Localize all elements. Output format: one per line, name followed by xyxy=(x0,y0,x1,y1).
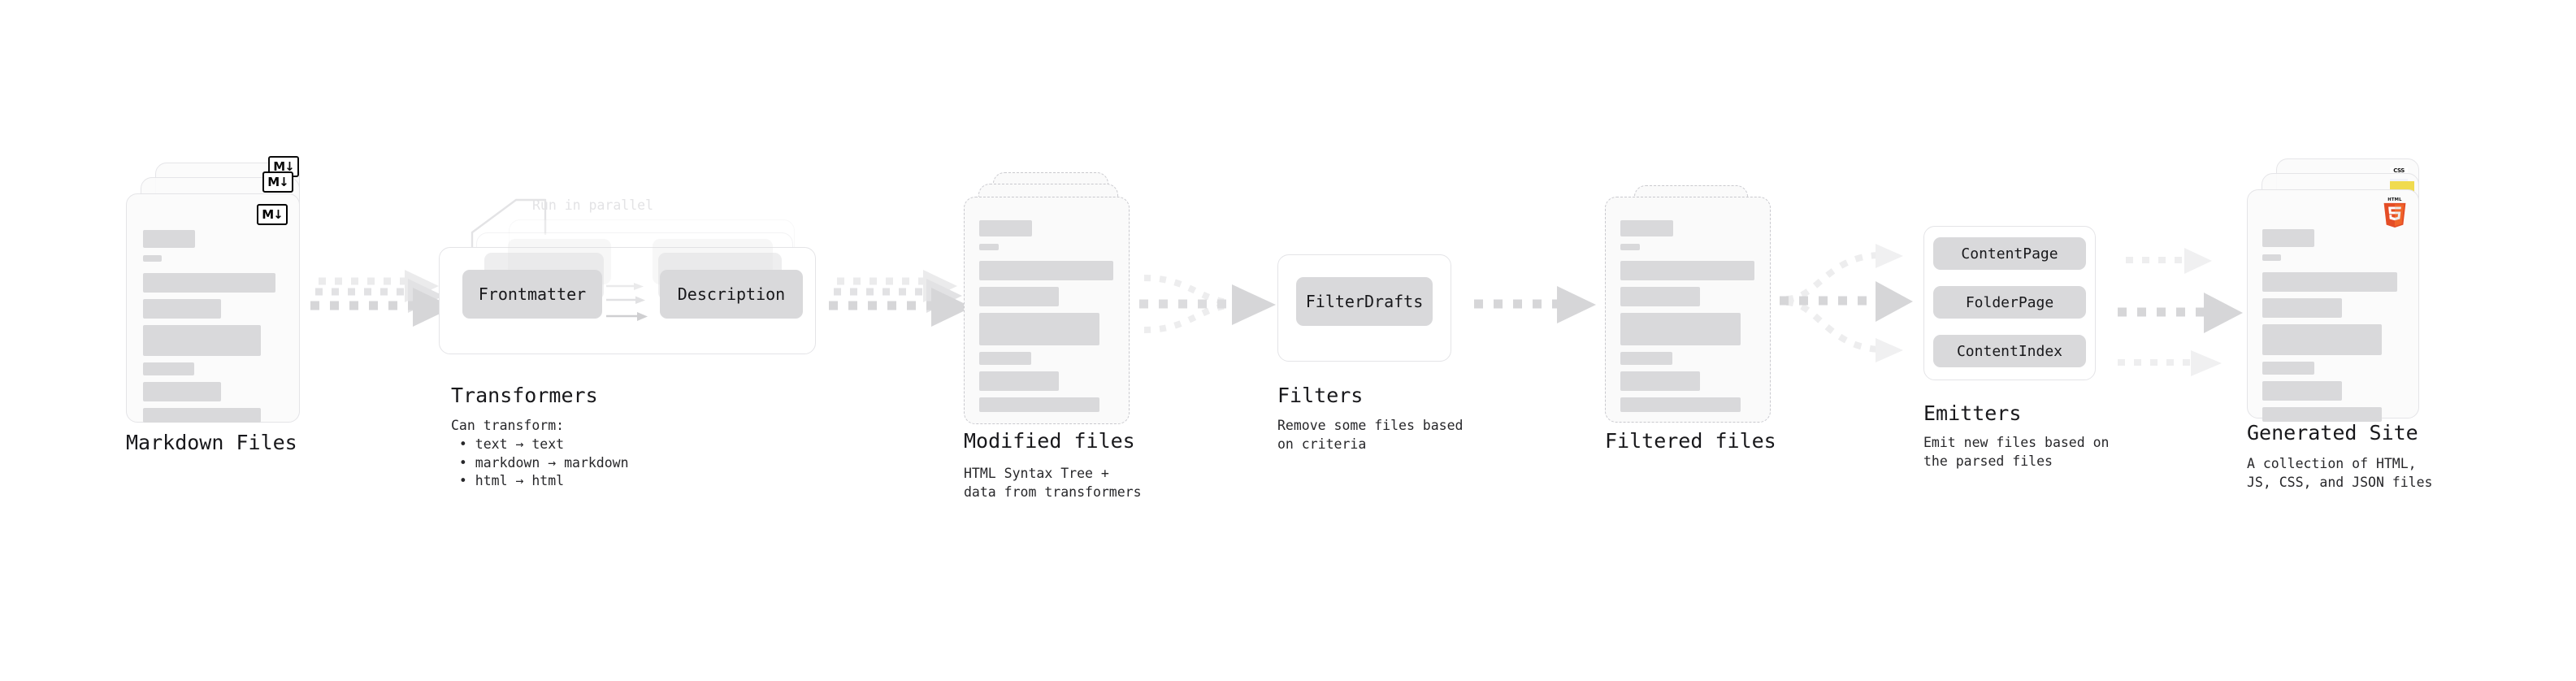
emitter-pill-contentindex-label: ContentIndex xyxy=(1956,342,2063,360)
filtered-skeleton xyxy=(1620,220,1755,419)
markdown-badge-icon-back-1: M↓ xyxy=(262,171,293,193)
filtered-files-title: Filtered files xyxy=(1605,429,1776,453)
connector-emitters-to-site xyxy=(2118,248,2243,376)
transformer-inner-arrows xyxy=(606,283,648,321)
connector-modified-to-filters xyxy=(1139,275,1276,333)
emitter-pill-contentpage-label: ContentPage xyxy=(1961,245,2058,262)
transformer-pill-frontmatter-label: Frontmatter xyxy=(478,284,587,304)
transformer-pill-frontmatter[interactable]: Frontmatter xyxy=(462,270,602,319)
markdown-file-card-front: M↓ xyxy=(126,193,300,423)
filtered-file-card-front xyxy=(1605,197,1771,423)
transformers-description: Can transform: • text → text • markdown … xyxy=(451,418,629,489)
run-in-parallel-label: Run in parallel xyxy=(532,197,654,213)
html5-badge-icon: HTML xyxy=(2381,197,2409,228)
filter-pill-filterdrafts-label: FilterDrafts xyxy=(1305,292,1424,311)
connector-filtered-to-emitters xyxy=(1780,244,1913,362)
modified-file-card-front xyxy=(964,197,1130,424)
emitters-group: ContentPage FolderPage ContentIndex xyxy=(1923,226,2096,380)
emitter-pill-folderpage-label: FolderPage xyxy=(1965,293,2054,311)
generated-site-stack: CSS HTML xyxy=(2247,158,2442,427)
svg-text:HTML: HTML xyxy=(2387,197,2402,202)
modified-files-description: HTML Syntax Tree + data from transformer… xyxy=(964,466,1142,500)
transformers-group: Frontmatter Description xyxy=(439,219,829,358)
filters-title: Filters xyxy=(1277,384,1364,407)
emitters-description: Emit new files based on the parsed files xyxy=(1923,435,2110,469)
filtered-files-stack xyxy=(1605,185,1792,429)
markdown-files-title: Markdown Files xyxy=(126,431,297,454)
modified-skeleton xyxy=(979,220,1114,419)
transformer-pill-description-label: Description xyxy=(677,284,786,304)
filters-description: Remove some files based on criteria xyxy=(1277,418,1464,452)
connector-transformers-to-modified xyxy=(829,270,972,327)
modified-files-stack xyxy=(964,172,1151,424)
emitter-pill-contentpage[interactable]: ContentPage xyxy=(1933,237,2086,270)
filters-group: FilterDrafts xyxy=(1277,254,1451,362)
markdown-skeleton xyxy=(143,230,284,430)
generated-site-description: A collection of HTML, JS, CSS, and JSON … xyxy=(2247,456,2433,490)
run-in-parallel-bracket xyxy=(471,198,547,254)
transformer-pill-description[interactable]: Description xyxy=(660,270,803,319)
emitter-pill-contentindex[interactable]: ContentIndex xyxy=(1933,335,2086,367)
filter-pill-filterdrafts[interactable]: FilterDrafts xyxy=(1296,277,1433,326)
markdown-badge-icon: M↓ xyxy=(257,204,288,225)
modified-files-title: Modified files xyxy=(964,429,1135,453)
emitters-title: Emitters xyxy=(1923,401,2022,425)
site-skeleton xyxy=(2262,229,2404,429)
markdown-files-stack: M↓ M↓ M↓ xyxy=(126,156,313,423)
emitter-pill-folderpage[interactable]: FolderPage xyxy=(1933,286,2086,319)
transformers-title: Transformers xyxy=(451,384,598,407)
site-file-card-front: HTML xyxy=(2247,189,2419,422)
connector-md-to-transformers xyxy=(310,270,453,327)
generated-site-title: Generated Site xyxy=(2247,421,2418,445)
connector-filters-to-filtered xyxy=(1474,286,1596,323)
